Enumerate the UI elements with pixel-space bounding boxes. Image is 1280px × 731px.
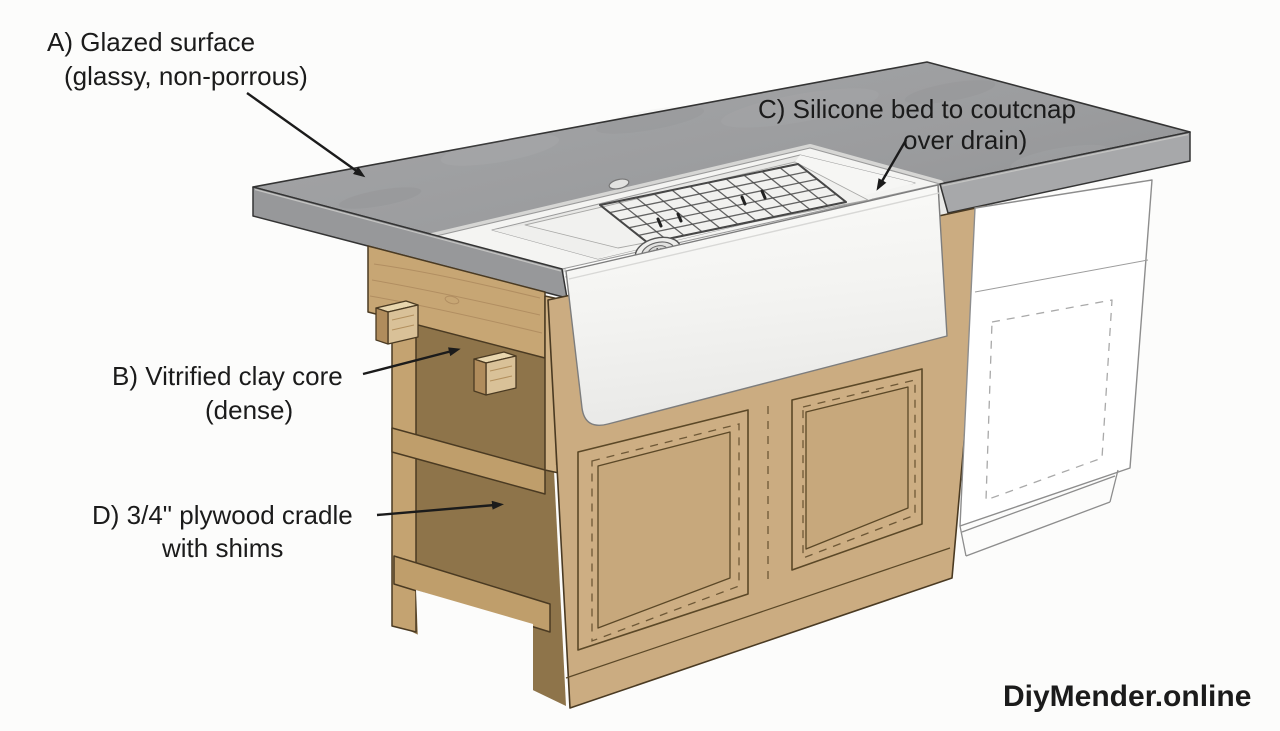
ghost-door-dashed-outline: [985, 299, 1113, 501]
cabinet-left-side: [367, 245, 583, 706]
shim-block-2: [473, 351, 517, 396]
callout-b-line1: B) Vitrified clay core: [112, 361, 343, 391]
callout-a-line1: A) Glazed surface: [47, 27, 255, 57]
callout-arrows: [246, 92, 908, 517]
sink-apron: [565, 184, 948, 426]
callout-c-line2: over drain): [903, 125, 1027, 155]
adjacent-ghost-cabinet: [959, 179, 1153, 557]
callout-a-line2: (glassy, non-porrous): [64, 61, 308, 91]
side-bottom-rail: [393, 555, 551, 633]
watermark-text: DiyMender.online: [1003, 680, 1251, 713]
callout-d-line1: D) 3/4" plywood cradle: [92, 500, 353, 530]
bottom-rail-line: [565, 547, 951, 679]
basin-floor: [524, 161, 869, 249]
apron-top-lip: [568, 192, 940, 280]
side-mid-rail: [391, 427, 546, 495]
under-rail-gap: [416, 590, 533, 704]
arrow-b: [362, 347, 461, 376]
ghost-cabinet-face: [959, 179, 1153, 527]
arrow-c: [876, 139, 908, 191]
arrow-a: [246, 92, 366, 178]
bevel-highlight-right: [941, 133, 1189, 187]
callout-d-line2: with shims: [161, 533, 283, 563]
band-grain: [369, 263, 543, 334]
cabinet-door-left: [577, 409, 749, 651]
overflow-emboss: [608, 178, 630, 190]
door-right-dashed-inset: [802, 379, 916, 559]
door-left-dashed-inset: [591, 423, 740, 642]
bevel-highlight-left: [254, 188, 562, 272]
arrow-d: [376, 500, 504, 517]
cabinet-door-right: [791, 368, 923, 571]
bottom-grid: [599, 163, 847, 244]
callout-labels: A) Glazed surface (glassy, non-porrous) …: [47, 27, 1076, 563]
callout-c-line1: C) Silicone bed to coutcnap: [758, 94, 1076, 124]
countertop-right-edge-face: [939, 131, 1191, 214]
ghost-kick-base: [959, 469, 1119, 557]
shim-block-1: [375, 300, 419, 345]
callout-b-line2: (dense): [205, 395, 293, 425]
apron-face: [565, 184, 948, 426]
basin-left-wall: [492, 225, 618, 259]
ghost-top-rail-line: [974, 259, 1149, 293]
